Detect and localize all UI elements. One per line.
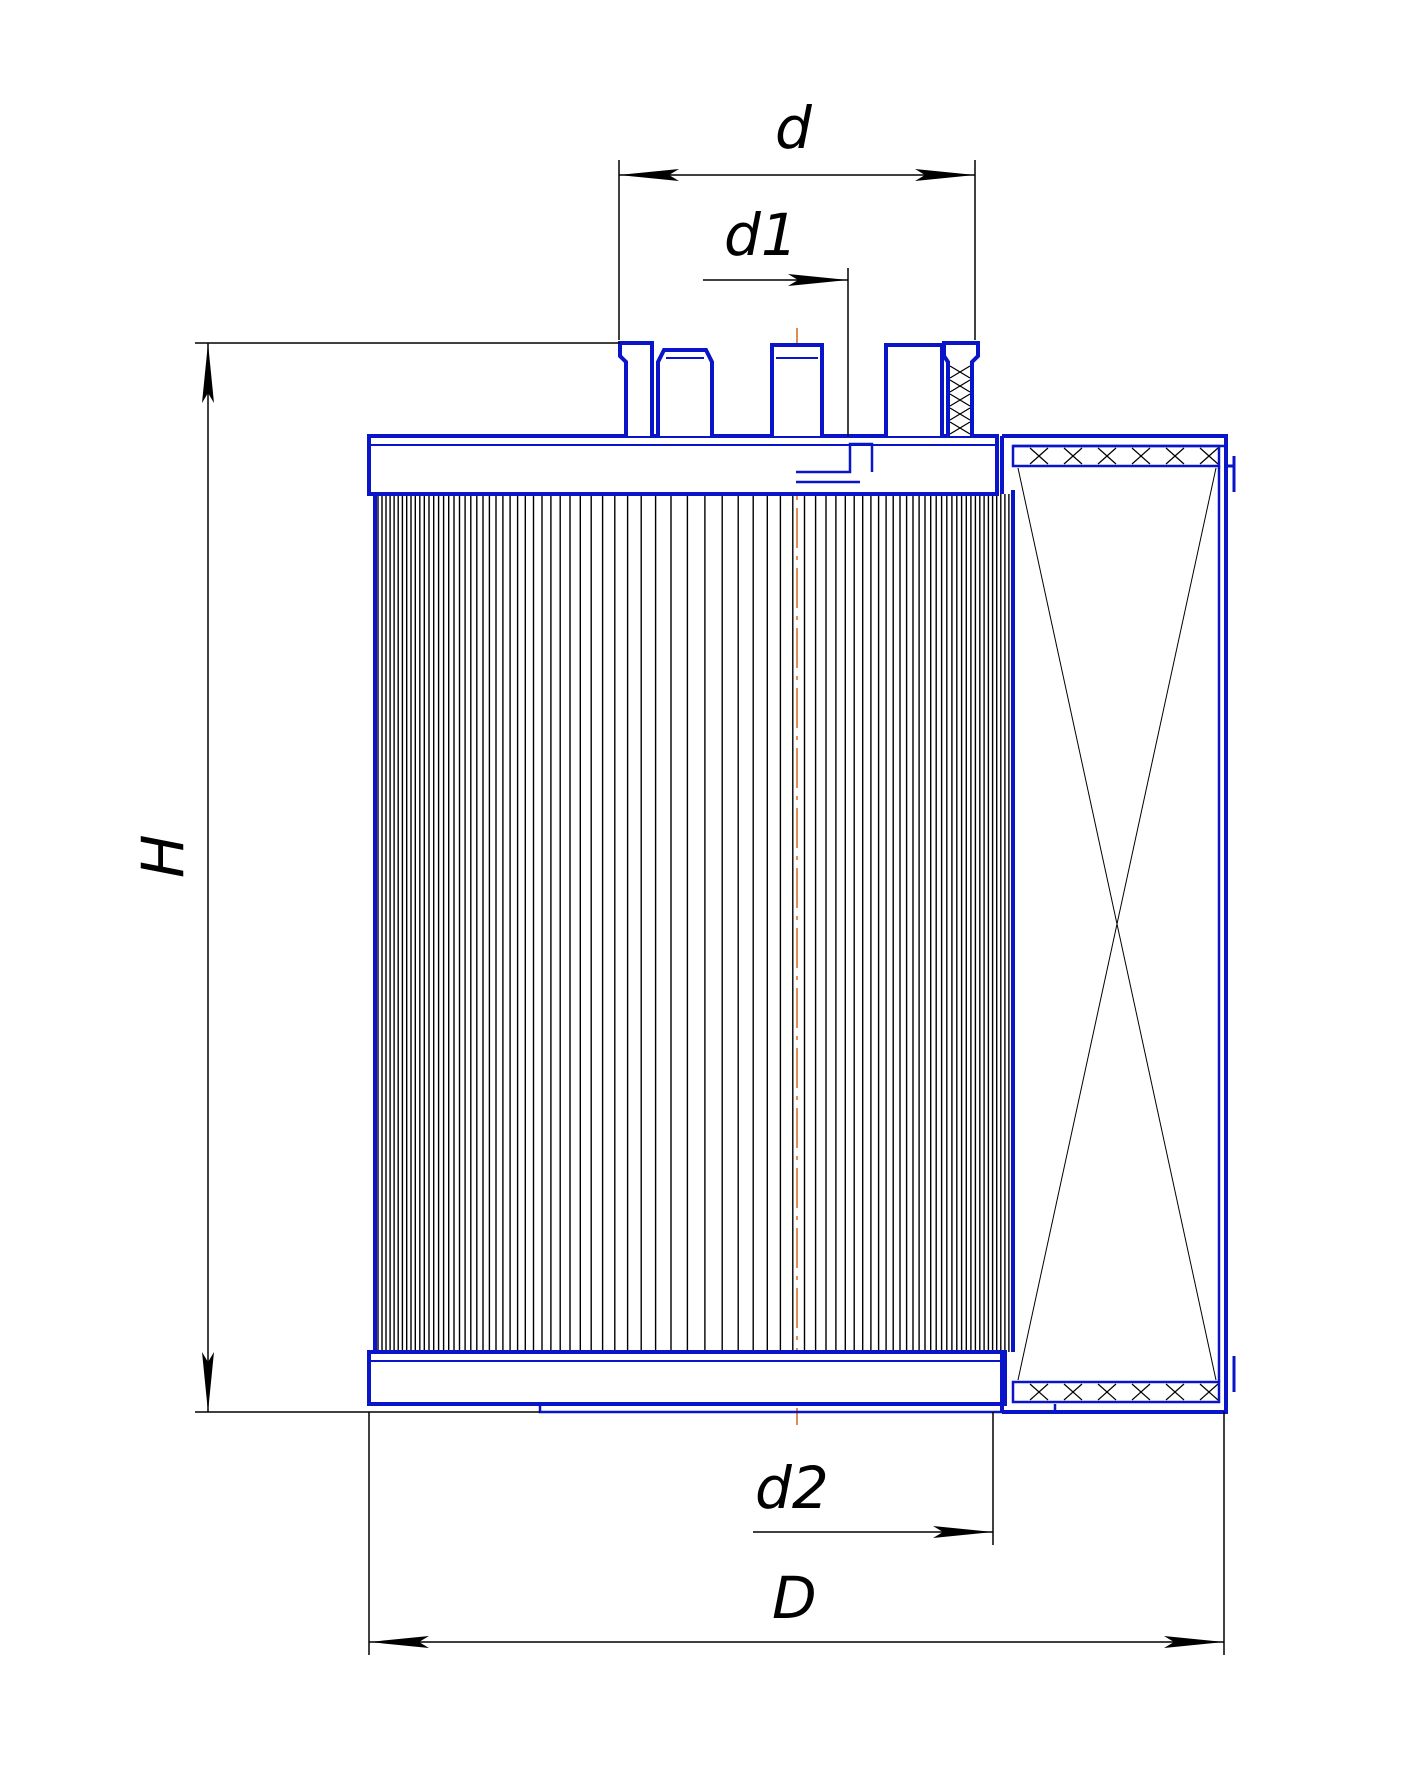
hatch-line <box>949 379 971 393</box>
hatch-line <box>1063 1383 1083 1401</box>
hatch-line <box>1165 447 1185 465</box>
hatch-line <box>1131 1383 1151 1401</box>
hatch-line <box>949 393 971 407</box>
hatch-line <box>1199 447 1219 465</box>
top-end-cap <box>367 434 999 496</box>
hatch-line <box>1165 1383 1185 1401</box>
dimension-label-d1: d1 <box>724 201 798 269</box>
hatch-line <box>1097 447 1117 465</box>
hatch-line <box>949 365 971 379</box>
dimension-label-d2: d2 <box>755 1454 829 1522</box>
hatch-line <box>1029 1383 1049 1401</box>
dimension-label-H: H <box>129 834 197 878</box>
hatch-line <box>949 421 971 435</box>
side-section <box>1000 434 1236 1414</box>
bottom-end-cap <box>367 1350 1057 1414</box>
side-strip-hatch <box>1029 447 1219 1401</box>
hatch-line <box>1063 447 1083 465</box>
hatch-line <box>1131 447 1151 465</box>
hatch-line <box>1097 1383 1117 1401</box>
hatch-line <box>1029 447 1049 465</box>
hatch-line <box>949 407 971 421</box>
pleated-media <box>377 494 1010 1352</box>
top-connector <box>618 341 980 436</box>
dimension-lines <box>195 160 1225 1655</box>
inner-sleeve-cross <box>1017 467 1217 1381</box>
hatch-line <box>1199 1383 1219 1401</box>
connector-seal-hatch <box>949 365 971 435</box>
dimension-label-D: D <box>772 1564 817 1632</box>
dimension-label-d: d <box>775 94 813 162</box>
filter-body-outline <box>373 490 1015 1352</box>
